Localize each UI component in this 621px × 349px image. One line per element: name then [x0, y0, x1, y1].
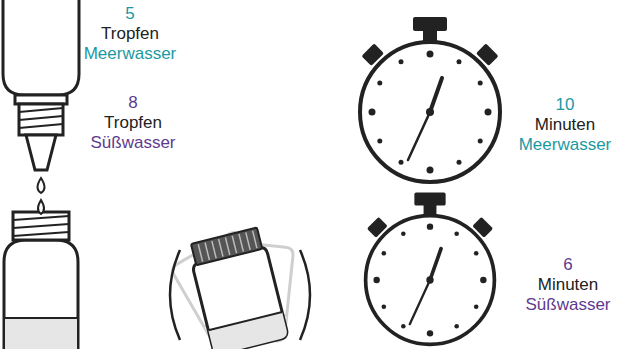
- instruction-text: 8: [128, 93, 137, 113]
- water-drop: [38, 200, 44, 214]
- shaken-bottle: [170, 227, 310, 349]
- dropper-body: [3, 0, 79, 95]
- shake-bracket: [170, 250, 180, 340]
- dropper-bottle: [3, 0, 79, 193]
- shake-bracket: [300, 250, 310, 340]
- instruction-text: 10: [556, 95, 575, 115]
- instruction-text: Tropfen: [101, 24, 159, 44]
- instruction-text: 5: [125, 4, 134, 24]
- water-drop: [38, 178, 45, 193]
- liquid-line: [4, 317, 78, 319]
- thread-lines: [13, 216, 69, 236]
- instruction-text: Meerwasser: [519, 135, 612, 155]
- instruction-text: Minuten: [538, 275, 598, 295]
- bottle-neck: [13, 212, 69, 240]
- sample-bottle: [4, 200, 78, 349]
- thread-lines: [19, 108, 63, 128]
- instruction-text: Meerwasser: [84, 44, 177, 64]
- instruction-text: Minuten: [535, 115, 595, 135]
- stopwatch: [366, 193, 495, 345]
- bottle-liquid: [5, 318, 77, 349]
- dropper-tip: [26, 135, 56, 170]
- instruction-text: 6: [563, 255, 572, 275]
- instruction-text: Süßwasser: [525, 295, 610, 315]
- bottle-body: [187, 227, 288, 349]
- bottle-body: [4, 240, 78, 349]
- instruction-text: Tropfen: [104, 113, 162, 133]
- instruction-text: Süßwasser: [90, 133, 175, 153]
- dropper-thread: [19, 104, 63, 135]
- stopwatch: [360, 17, 500, 182]
